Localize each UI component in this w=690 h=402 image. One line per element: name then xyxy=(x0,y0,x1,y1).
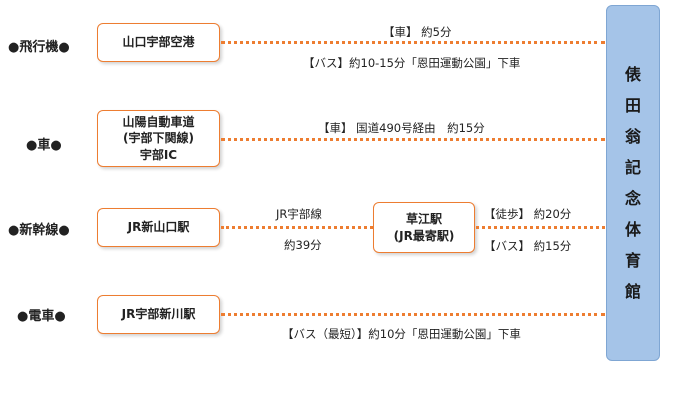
route-line-car xyxy=(221,138,605,141)
destination-box: 俵田翁記念体育館 xyxy=(606,5,660,361)
route-note-airport-car: 【車】 約5分 xyxy=(383,25,452,39)
route-line-kusae xyxy=(476,226,605,229)
destination-char: 館 xyxy=(624,282,641,301)
mode-shinkansen: ●新幹線● xyxy=(8,223,70,238)
route-note-jr-line-time: 約39分 xyxy=(284,238,322,252)
destination-char: 翁 xyxy=(624,127,641,146)
station-ube-ic: 山陽自動車道 (宇部下関線) 宇部IC xyxy=(97,110,220,167)
destination-char: 記 xyxy=(624,158,641,177)
destination-char: 育 xyxy=(624,251,641,270)
station-jr-ubeshinkawa: JR宇部新川駅 xyxy=(97,295,220,334)
station-yamaguchi-ube-airport: 山口宇部空港 xyxy=(97,23,220,62)
route-note-expressway-car: 【車】 国道490号経由 約15分 xyxy=(318,121,485,135)
route-note-jr-line-name: JR宇部線 xyxy=(276,207,322,221)
route-note-shinkawa-bus: 【バス（最短）】約10分「恩田運動公園」下車 xyxy=(282,327,521,341)
route-line-airport xyxy=(221,41,605,44)
destination-char: 念 xyxy=(624,189,641,208)
route-note-kusae-bus: 【バス】 約15分 xyxy=(484,239,572,253)
destination-char: 俵 xyxy=(624,65,641,84)
route-line-jr-ube xyxy=(221,226,373,229)
mode-train: ●電車● xyxy=(17,309,66,324)
route-note-airport-bus: 【バス】約10-15分「恩田運動公園」下車 xyxy=(303,56,521,70)
destination-char: 体 xyxy=(624,220,641,239)
mode-car: ●車● xyxy=(26,138,62,153)
mode-airplane: ●飛行機● xyxy=(8,40,70,55)
route-line-train xyxy=(221,313,605,316)
route-note-kusae-walk: 【徒歩】 約20分 xyxy=(484,207,572,221)
station-kusae: 草江駅 (JR最寄駅) xyxy=(373,202,475,253)
destination-char: 田 xyxy=(624,96,641,115)
station-jr-shinyamaguchi: JR新山口駅 xyxy=(97,208,220,247)
